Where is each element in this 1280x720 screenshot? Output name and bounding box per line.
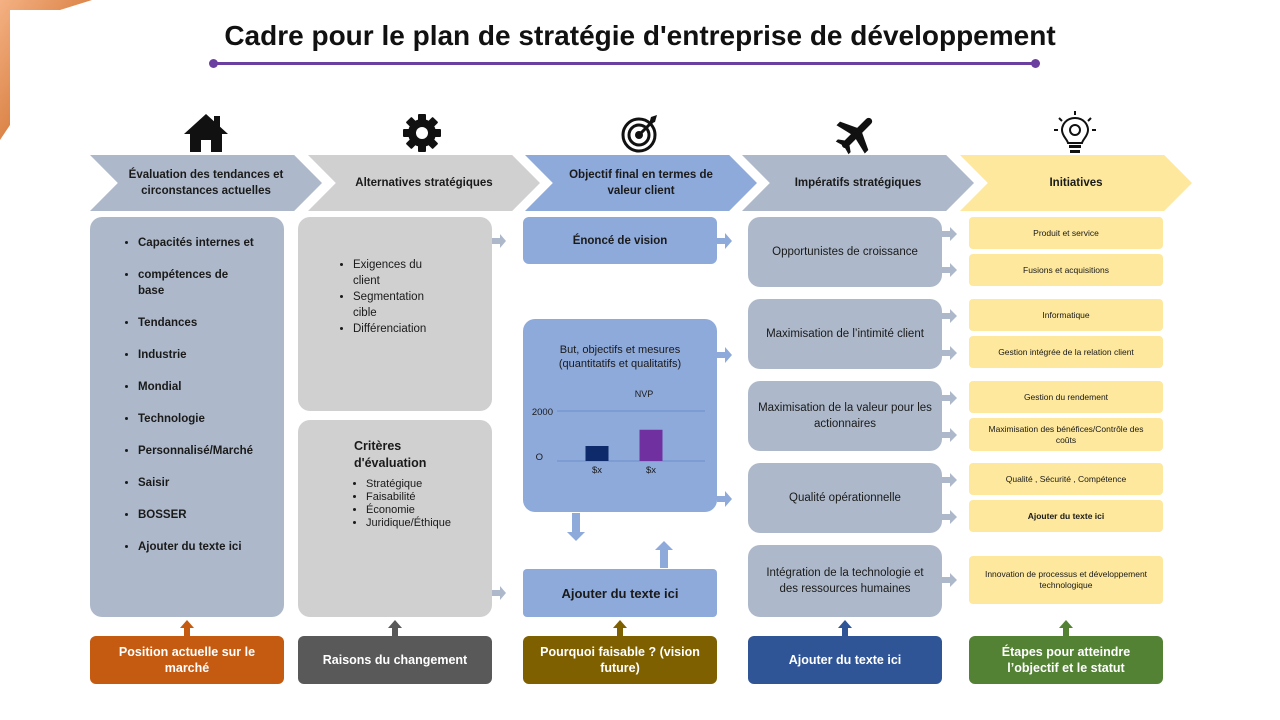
goals-title: But, objectifs et mesures (quantitatifs … — [558, 344, 682, 370]
list-item: Personnalisé/Marché — [138, 443, 274, 459]
initiative-box: Produit et service — [969, 217, 1163, 249]
imperative-box: Maximisation de l’intimité client — [748, 299, 942, 369]
initiative-box: Innovation de processus et développement… — [969, 556, 1163, 604]
current-assessment-list: Capacités internes et compétences de bas… — [118, 235, 274, 555]
chart-bar — [585, 446, 609, 461]
page-title: Cadre pour le plan de stratégie d'entrep… — [224, 20, 1056, 51]
list-item: Industrie — [138, 347, 274, 363]
header-end-goal: Objectif final en termes de valeur clien… — [525, 155, 757, 211]
title-line-start-dot — [209, 59, 218, 68]
lightbulb-icon — [1054, 111, 1096, 153]
title-underline — [213, 62, 1035, 65]
target-icon — [621, 115, 657, 153]
goals-panel: But, objectifs et mesures (quantitatifs … — [523, 319, 717, 512]
house-icon — [184, 114, 228, 152]
goals-bottom-box: Ajouter du texte ici — [523, 569, 717, 617]
footer-add-text: Ajouter du texte ici — [748, 636, 942, 684]
y-tick-label: O — [536, 452, 543, 463]
footer-steps-to-goal: Étapes pour atteindre l’objectif et le s… — [969, 636, 1163, 684]
list-item: Différenciation — [353, 321, 442, 337]
header-strategic-alternatives: Alternatives stratégiques — [308, 155, 540, 211]
list-item: compétences de base — [138, 267, 274, 299]
imperative-box: Intégration de la technologie et des res… — [748, 545, 942, 617]
airplane-icon — [835, 117, 873, 155]
criteria-list: Stratégique Faisabilité Économie Juridiq… — [346, 478, 452, 530]
corner-decoration — [0, 0, 92, 140]
imperative-box: Qualité opérationnelle — [748, 463, 942, 533]
list-item: Stratégique — [366, 478, 452, 491]
strategic-alternatives-panel: Exigences du client Segmentation cible D… — [298, 217, 492, 411]
alternatives-list: Exigences du client Segmentation cible D… — [333, 257, 442, 337]
footer-current-position: Position actuelle sur le marché — [90, 636, 284, 684]
initiative-box: Gestion du rendement — [969, 381, 1163, 413]
list-item: Juridique/Éthique — [366, 517, 452, 530]
list-item: Faisabilité — [366, 491, 452, 504]
footer-why-feasible: Pourquoi faisable ? (vision future) — [523, 636, 717, 684]
list-item: Technologie — [138, 411, 274, 427]
list-item: Capacités internes et — [138, 235, 274, 251]
criteria-title: Critères d'évaluation — [354, 439, 427, 470]
current-assessment-panel: Capacités internes et compétences de bas… — [90, 217, 284, 617]
initiative-box: Informatique — [969, 299, 1163, 331]
chart-title: NVP — [635, 389, 654, 399]
list-item: Mondial — [138, 379, 274, 395]
evaluation-criteria-panel: Critères d'évaluation Stratégique Faisab… — [298, 420, 492, 617]
initiative-box: Maximisation des bénéfices/Contrôle des … — [969, 418, 1163, 451]
footer-reasons-for-change: Raisons du changement — [298, 636, 492, 684]
list-item: Ajouter du texte ici — [138, 539, 274, 555]
list-item: Exigences du client — [353, 257, 442, 289]
list-item: Tendances — [138, 315, 274, 331]
initiative-box: Qualité , Sécurité , Compétence — [969, 463, 1163, 495]
chart-bar — [639, 429, 663, 461]
y-tick-label: 2000 — [532, 407, 553, 418]
gear-icon — [403, 114, 441, 152]
initiative-box: Fusions et acquisitions — [969, 254, 1163, 286]
vision-statement-box: Énoncé de vision — [523, 217, 717, 264]
header-strategic-imperatives: Impératifs stratégiques — [742, 155, 974, 211]
x-tick-label: $x — [592, 465, 602, 476]
list-item: Segmentation cible — [353, 289, 442, 321]
imperative-box: Maximisation de la valeur pour les actio… — [748, 381, 942, 451]
initiative-box: Ajouter du texte ici — [969, 500, 1163, 532]
header-initiatives: Initiatives — [960, 155, 1192, 211]
imperative-box: Opportunistes de croissance — [748, 217, 942, 287]
list-item: BOSSER — [138, 507, 274, 523]
title-line-end-dot — [1031, 59, 1040, 68]
list-item: Saisir — [138, 475, 274, 491]
initiative-box: Gestion intégrée de la relation client — [969, 336, 1163, 368]
x-tick-label: $x — [646, 465, 656, 476]
header-current-assessment: Évaluation des tendances et circonstance… — [90, 155, 322, 211]
list-item: Économie — [366, 504, 452, 517]
